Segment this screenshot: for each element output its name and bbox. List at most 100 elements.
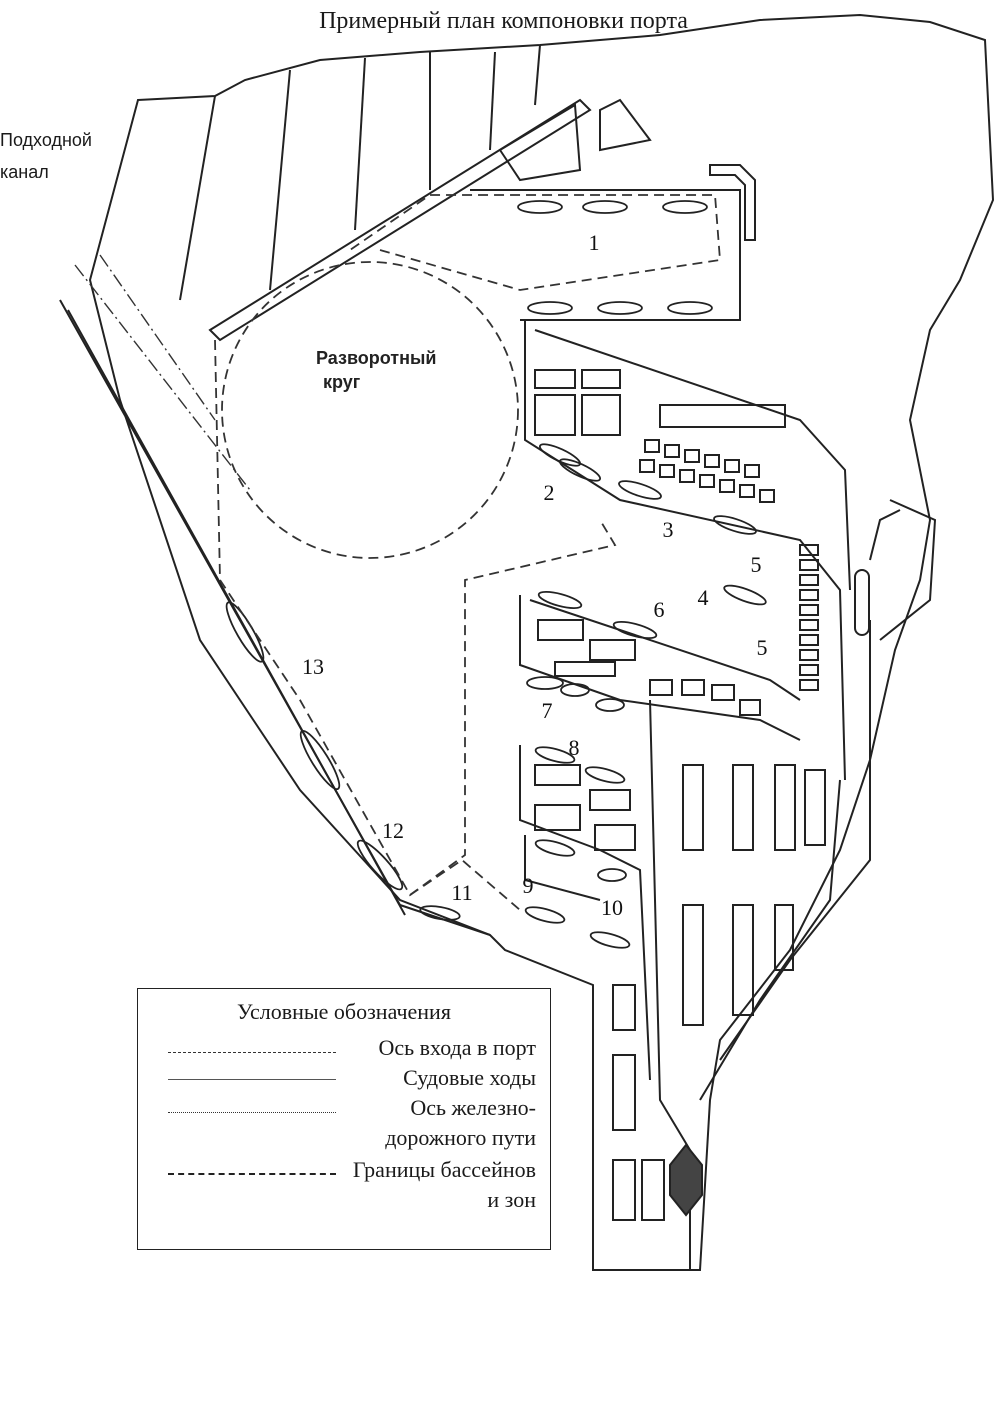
warehouse [612, 984, 636, 1031]
ship [527, 301, 573, 315]
warehouse [537, 619, 584, 641]
rail-junction [854, 569, 870, 636]
terrain-line [534, 44, 541, 106]
ship [723, 584, 767, 606]
warehouse [649, 679, 673, 696]
ship [618, 480, 662, 500]
ship [559, 458, 601, 482]
legend: Условные обозначения Ось входа в порт Су… [137, 988, 551, 1250]
warehouse [739, 699, 761, 716]
legend-line-basin-boundaries [168, 1173, 336, 1175]
entry-axis [74, 264, 251, 491]
warehouse [534, 369, 576, 389]
ship [539, 443, 581, 467]
approach-channel-label: Подходной канал [0, 124, 92, 188]
ship [612, 620, 658, 640]
ship [534, 746, 576, 764]
ship [524, 906, 566, 924]
warehouse [589, 789, 631, 811]
zone-label: 5 [757, 635, 768, 660]
ship [597, 868, 627, 882]
west-shore [67, 309, 406, 916]
warehouse [682, 764, 704, 851]
legend-line-railway-axis [168, 1112, 336, 1113]
basin-1-pier [470, 189, 741, 321]
pier-edge [534, 329, 851, 591]
ship [225, 601, 265, 663]
warehouse [774, 764, 796, 851]
warehouse [659, 404, 786, 428]
pier-block-6-edge [529, 599, 801, 701]
ship [526, 676, 564, 690]
warehouse [682, 904, 704, 1026]
zone-label: 4 [698, 585, 709, 610]
warehouse [774, 904, 794, 971]
terrain-line [354, 57, 366, 231]
ship [299, 729, 341, 791]
zone-label: 2 [544, 480, 555, 505]
ship [534, 839, 576, 857]
legend-label-railway-axis-line1: Ось железно- [410, 1095, 536, 1120]
breakwater [208, 98, 592, 342]
zone-label: 7 [542, 698, 553, 723]
zone-label: 9 [523, 873, 534, 898]
legend-label-basin-boundaries-line2: и зон [487, 1187, 536, 1212]
warehouse [581, 369, 621, 389]
shed-row [639, 439, 775, 503]
turning-circle [221, 261, 519, 559]
zone-label: 5 [751, 552, 762, 577]
warehouse [612, 1054, 636, 1131]
legend-line-entry-axis [168, 1052, 336, 1053]
warehouse [804, 769, 826, 846]
ship [537, 590, 583, 610]
warehouse [732, 764, 754, 851]
ship [356, 839, 404, 891]
legend-line-fairways [168, 1079, 336, 1080]
ship [560, 683, 590, 697]
turning-circle-label-line1: Разворотный [316, 348, 436, 368]
basin-1-boundary [349, 194, 721, 291]
shed-column [799, 544, 819, 691]
ship [517, 200, 563, 214]
ship [713, 515, 757, 535]
road [869, 509, 901, 561]
warehouse [681, 679, 705, 696]
warehouse [534, 394, 576, 436]
legend-label-fairways: Судовые ходы [403, 1065, 536, 1090]
warehouse [554, 661, 616, 677]
warehouse [612, 1159, 636, 1221]
page-title: Примерный план компоновки порта [319, 8, 688, 34]
ship [667, 301, 713, 315]
ship [662, 200, 708, 214]
zone-11-boundary [409, 858, 521, 911]
legend-title: Условные обозначения [237, 999, 451, 1024]
fairway [99, 254, 216, 421]
ship [597, 301, 643, 315]
zone-label: 11 [451, 880, 472, 905]
warehouse [732, 904, 754, 1016]
ship [589, 931, 631, 949]
warehouse [594, 824, 636, 851]
zone-label: 8 [569, 735, 580, 760]
zone-label: 1 [589, 230, 600, 255]
ship [584, 766, 626, 784]
legend-label-railway-axis-line2: дорожного пути [385, 1125, 536, 1150]
warehouse [534, 764, 581, 786]
railway-spine [719, 620, 871, 1061]
terrain-line [269, 69, 291, 291]
pier-block-2-3 [524, 320, 846, 781]
zone-label: 6 [654, 597, 665, 622]
zone-label: 3 [663, 517, 674, 542]
warehouse [641, 1159, 665, 1221]
warehouse [534, 804, 581, 831]
zone-label: 13 [302, 654, 324, 679]
turning-circle-label-line2: круг [323, 372, 361, 392]
ship [419, 905, 461, 921]
road [879, 499, 937, 641]
legend-label-entry-axis: Ось входа в порт [378, 1035, 536, 1060]
zone-13-boundary [214, 339, 617, 897]
land-boundary [88, 13, 995, 1271]
terrain-line [489, 51, 496, 151]
